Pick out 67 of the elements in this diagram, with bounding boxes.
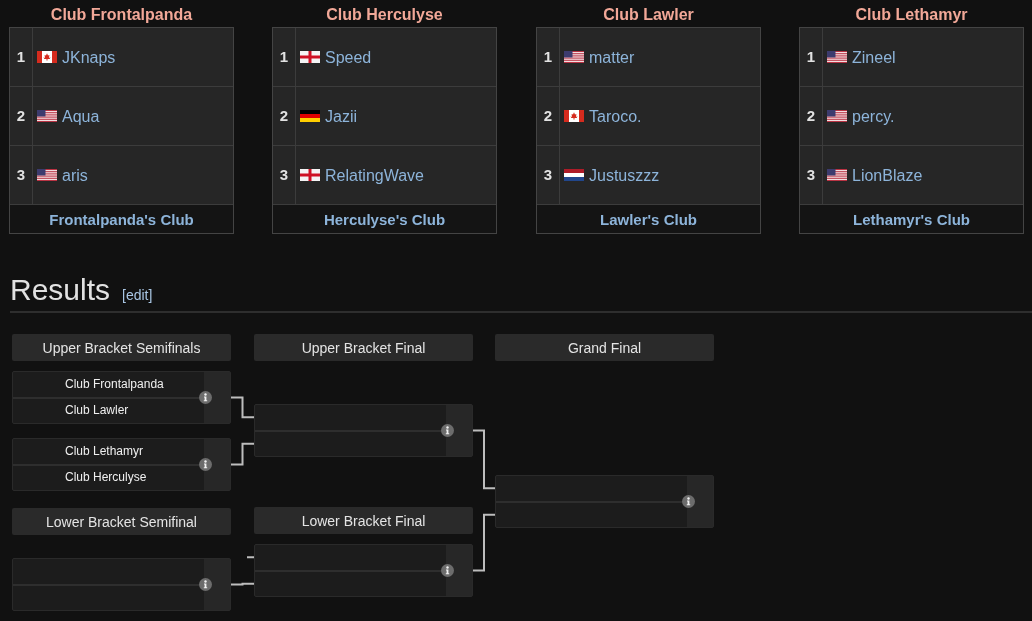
bracket-connector bbox=[230, 396, 255, 419]
player-name: Aqua bbox=[62, 106, 100, 126]
rank-number: 2 bbox=[279, 107, 289, 125]
bracket-connector bbox=[230, 442, 255, 466]
player-row bbox=[273, 87, 496, 146]
rank-number: 2 bbox=[16, 107, 26, 125]
player-name: Justuszzz bbox=[589, 165, 660, 185]
round-header: Grand Final bbox=[495, 334, 714, 361]
match-box bbox=[12, 371, 231, 424]
bracket-connector bbox=[472, 513, 496, 572]
rank-number: 1 bbox=[806, 48, 816, 66]
player-name: RelatingWave bbox=[325, 165, 424, 185]
bracket-connector bbox=[472, 429, 496, 490]
rank-number: 2 bbox=[806, 107, 816, 125]
club-link: Lethamyr's Club bbox=[800, 205, 1023, 233]
club-title: Club Lethamyr bbox=[855, 5, 968, 24]
rank-number: 3 bbox=[543, 166, 553, 184]
bracket-connector bbox=[246, 556, 255, 559]
rank-number: 3 bbox=[279, 166, 289, 184]
player-name: aris bbox=[62, 165, 88, 185]
match-box bbox=[12, 438, 231, 491]
rank-number: 3 bbox=[16, 166, 26, 184]
player-row bbox=[537, 146, 760, 205]
player-name: JKnaps bbox=[62, 47, 116, 67]
rank-number: 1 bbox=[543, 48, 553, 66]
player-row bbox=[273, 28, 496, 87]
rank-number: 2 bbox=[543, 107, 553, 125]
round-header: Upper Bracket Final bbox=[254, 334, 473, 361]
team-name: Club Herculyse bbox=[65, 470, 147, 486]
team-name: Club Lethamyr bbox=[65, 443, 144, 459]
match-box bbox=[254, 544, 473, 597]
rank-number: 1 bbox=[279, 48, 289, 66]
match-box bbox=[495, 475, 714, 528]
player-name: Jazii bbox=[325, 106, 357, 126]
player-row bbox=[537, 87, 760, 146]
section-heading: Results bbox=[10, 273, 111, 307]
match-box bbox=[254, 404, 473, 457]
player-row bbox=[800, 28, 1023, 87]
player-row bbox=[10, 87, 233, 146]
team-name: Club Lawler bbox=[65, 403, 129, 419]
club-link: Frontalpanda's Club bbox=[10, 205, 233, 233]
player-row bbox=[800, 87, 1023, 146]
club-title: Club Lawler bbox=[603, 5, 694, 24]
player-row bbox=[10, 146, 233, 205]
round-header: Lower Bracket Final bbox=[254, 507, 473, 534]
player-row bbox=[800, 146, 1023, 205]
club-title: Club Herculyse bbox=[326, 5, 443, 24]
player-name: percy. bbox=[852, 106, 895, 126]
bracket-connector bbox=[230, 582, 255, 586]
edit-link: [edit] bbox=[122, 287, 153, 303]
player-name: Speed bbox=[325, 47, 372, 67]
player-name: matter bbox=[589, 47, 635, 67]
player-row bbox=[273, 146, 496, 205]
rank-number: 3 bbox=[806, 166, 816, 184]
player-row bbox=[10, 28, 233, 87]
player-name: LionBlaze bbox=[852, 165, 923, 185]
club-link: Lawler's Club bbox=[537, 205, 760, 233]
round-header: Lower Bracket Semifinal bbox=[12, 508, 231, 535]
rank-number: 1 bbox=[16, 48, 26, 66]
player-name: Taroco. bbox=[589, 106, 642, 126]
team-name: Club Frontalpanda bbox=[65, 376, 164, 392]
player-row bbox=[537, 28, 760, 87]
player-name: Zineel bbox=[852, 47, 896, 67]
club-link: Herculyse's Club bbox=[273, 205, 496, 233]
club-title: Club Frontalpanda bbox=[50, 5, 193, 24]
match-box bbox=[12, 558, 231, 611]
round-header: Upper Bracket Semifinals bbox=[12, 334, 231, 361]
